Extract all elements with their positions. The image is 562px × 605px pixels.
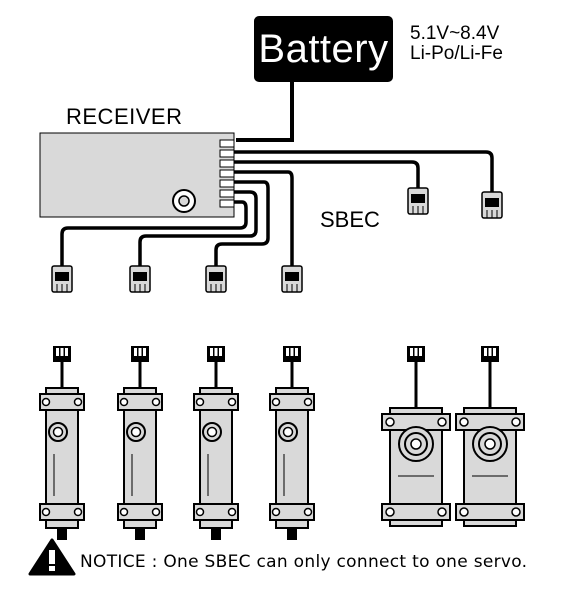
receiver-label: RECEIVER — [66, 104, 183, 129]
standard-servo-1 — [382, 346, 450, 526]
sbec-connector-2 — [481, 191, 503, 219]
battery-chemistry: Li-Po/Li-Fe — [410, 43, 503, 64]
wire-ch-4 — [234, 170, 294, 266]
receiver-lead-connector-4 — [281, 265, 303, 293]
battery-voltage-range: 5.1V~8.4V — [410, 23, 500, 44]
slim-servo-4 — [270, 346, 314, 540]
battery-label: Battery — [258, 26, 389, 71]
wire-ch-1 — [60, 200, 248, 266]
wire-ch-2 — [138, 190, 258, 266]
slim-servo-1 — [40, 346, 84, 540]
wire-sbec-1 — [234, 160, 420, 188]
receiver-lead-connector-2 — [129, 265, 151, 293]
wire-sbec-2 — [234, 150, 494, 192]
slim-servo-2 — [118, 346, 162, 540]
wire-ch-3 — [214, 180, 270, 266]
sbec-label: SBEC — [320, 207, 380, 232]
receiver-port-pins — [219, 139, 235, 208]
battery-lead-wire — [236, 82, 294, 142]
receiver — [39, 132, 235, 218]
standard-servo-2 — [456, 346, 524, 526]
receiver-lead-connector-1 — [51, 265, 73, 293]
sbec-connector-1 — [407, 187, 429, 215]
battery-block: Battery — [254, 16, 393, 82]
slim-servo-3 — [194, 346, 238, 540]
warning-triangle-icon — [28, 538, 76, 576]
notice-text: NOTICE : One SBEC can only connect to on… — [80, 552, 528, 572]
receiver-lead-connector-3 — [205, 265, 227, 293]
